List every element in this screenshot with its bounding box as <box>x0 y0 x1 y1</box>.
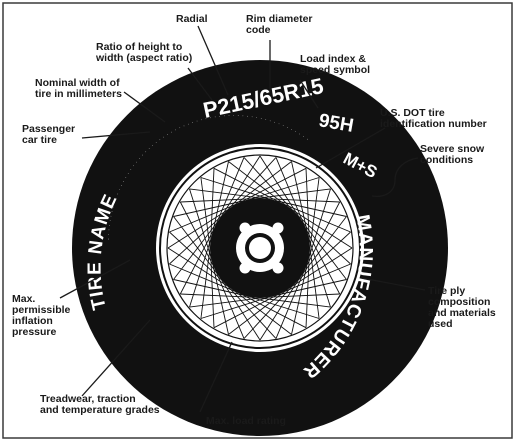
label-rim-diameter: Rim diameter code <box>246 13 315 36</box>
lug-nut <box>273 223 284 234</box>
label-max-pressure: Max. permissible inflation pressure <box>12 293 73 338</box>
label-max-load: Max. load rating <box>206 415 286 427</box>
lug-nut <box>240 223 251 234</box>
label-nominal-width: Nominal width of tire in millimeters <box>35 77 123 100</box>
label-radial: Radial <box>176 13 208 25</box>
label-load-index: Load index & speed symbol <box>300 53 370 76</box>
label-us-dot: U.S. DOT tire identification number <box>380 107 487 130</box>
label-severe-snow: Severe snow conditions <box>420 143 487 166</box>
label-treadwear: Treadwear, traction and temperature grad… <box>40 393 160 416</box>
lug-nut <box>273 263 284 274</box>
label-ply-composition: Tire ply composition and materials used <box>428 285 499 330</box>
center-cap-ring <box>249 237 271 259</box>
lug-nut <box>240 263 251 274</box>
label-passenger: Passenger car tire <box>22 123 78 146</box>
label-aspect-ratio: Ratio of height to width (aspect ratio) <box>95 41 192 64</box>
